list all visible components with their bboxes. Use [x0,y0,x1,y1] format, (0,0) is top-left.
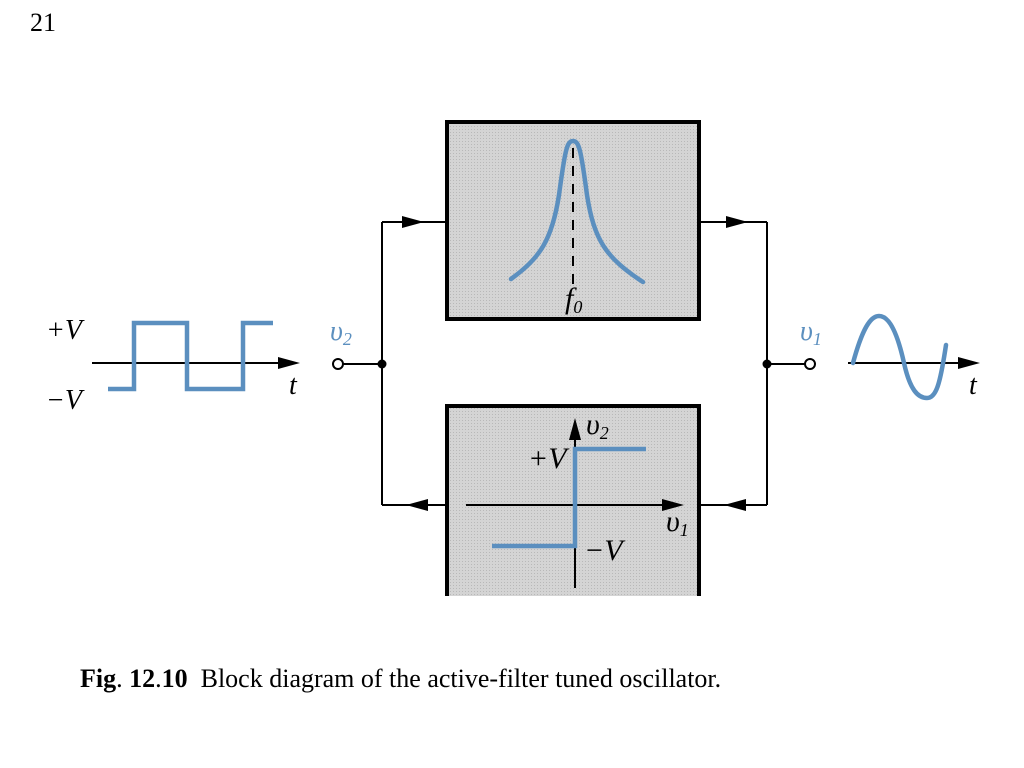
comparator-x-axis-arrow [662,499,684,511]
sine-wave-time-label: t [969,370,978,401]
v2-node-label: υ2 [330,316,352,349]
square-wave-plus-v-label: +V [46,315,85,346]
figure-separator-2: . [155,664,162,693]
sine-wave-plot: t [848,313,980,401]
figure-word: Fig [80,664,117,693]
v1-node-label: υ1 [800,316,822,349]
square-wave-time-axis-arrow [278,357,300,369]
figure-caption-text: Block diagram of the active-filter tuned… [200,664,722,693]
bandpass-filter-block: f0 [445,120,701,321]
left-junction-dot [377,359,387,369]
figure-number-major: 12 [129,664,156,693]
v1-terminal [804,358,816,370]
filter-output-arrow [726,216,748,228]
comparator-minus-v-label: −V [584,534,626,567]
page-number: 21 [30,8,56,37]
square-wave-plot: +V −V t [46,315,300,416]
right-junction-dot [762,359,772,369]
figure-caption: Fig. 12.10 Block diagram of the active-f… [80,664,721,694]
oscillator-block-diagram: f0 υ2 υ1 +V −V [46,120,980,610]
comparator-y-axis-label: υ2 [586,408,609,443]
square-wave-signal [108,320,273,392]
comparator-block: υ2 υ1 +V −V [440,404,706,610]
figure-separator-1: . [116,664,123,693]
square-wave-time-label: t [289,370,298,401]
comparator-transfer-curve [492,446,646,549]
comparator-plus-v-label: +V [528,442,570,475]
comparator-output-arrow [406,499,428,511]
v2-terminal [332,358,344,370]
filter-input-arrow [402,216,424,228]
sine-wave-time-axis-arrow [958,357,980,369]
figure-number-minor: 10 [161,664,188,693]
bandpass-response-curve [508,138,646,285]
comparator-y-axis-arrow [569,418,581,440]
comparator-input-arrow [724,499,746,511]
sine-wave-signal [850,313,949,401]
comparator-x-axis-label: υ1 [666,505,689,540]
square-wave-minus-v-label: −V [46,385,85,416]
